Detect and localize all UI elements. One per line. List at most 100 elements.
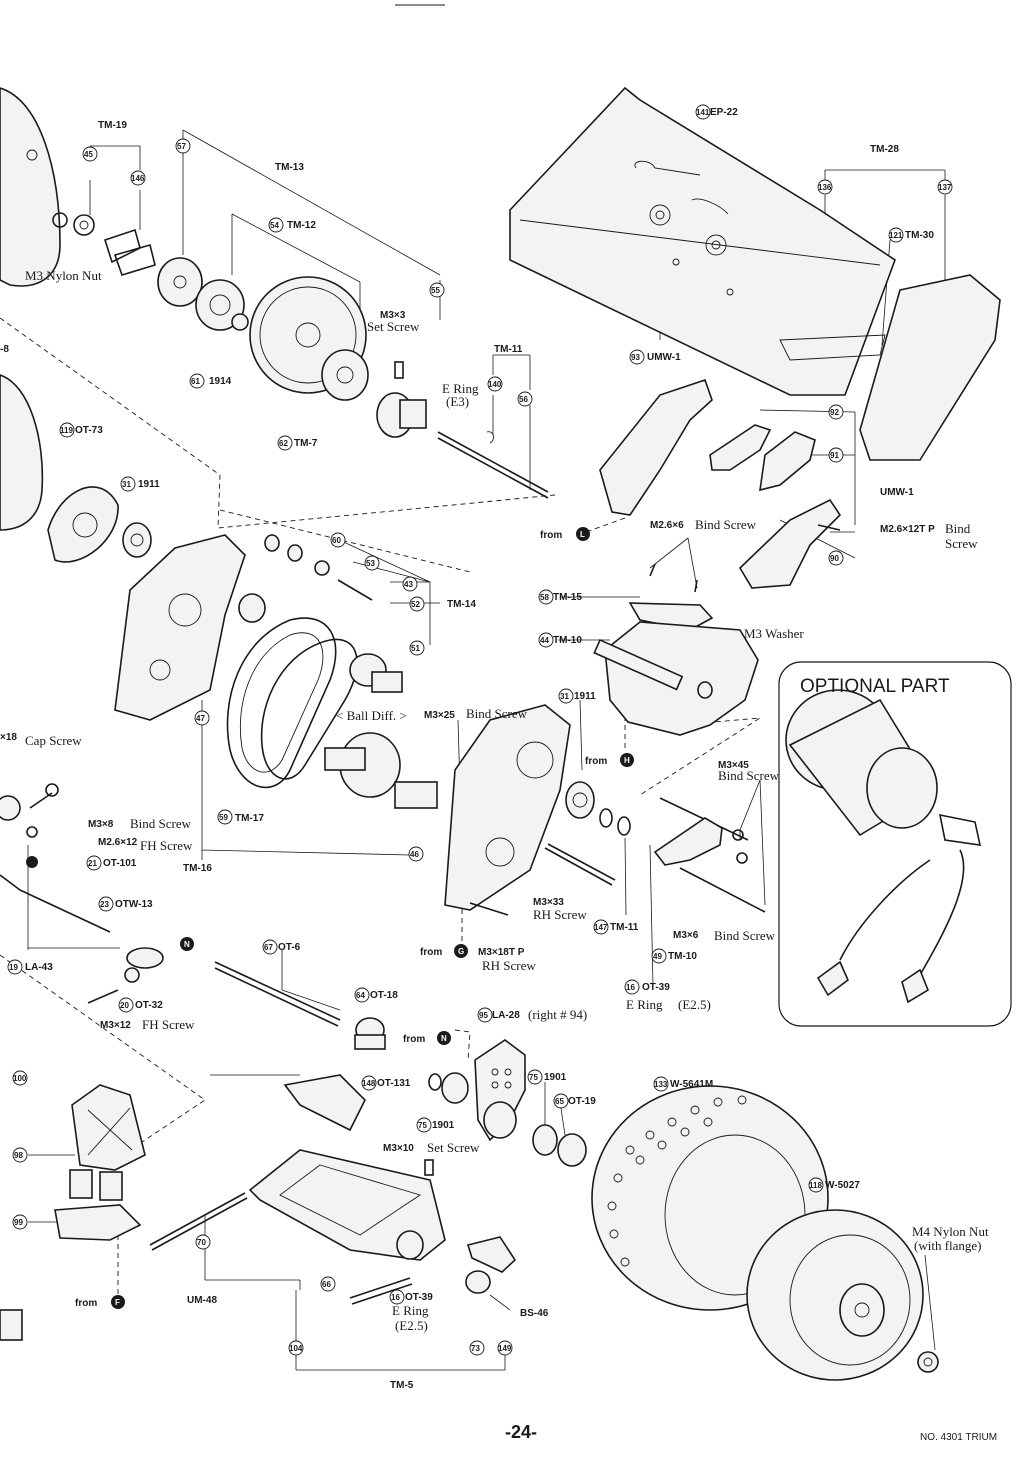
callout-num: 44: [540, 636, 549, 645]
callout-circle: [497, 1340, 513, 1356]
callout-circle: [629, 349, 645, 365]
badge-n2: [180, 937, 194, 951]
footer-text: NO. 4301 TRIUM: [920, 1432, 997, 1443]
badge-f-text: F: [115, 1298, 120, 1307]
badge-n: [437, 1031, 451, 1045]
callout-circle: [538, 632, 554, 648]
callout-num: 73: [471, 1344, 480, 1353]
callout-circle: [469, 1340, 485, 1356]
callout-num: 104: [289, 1344, 303, 1353]
callout-num: 65: [555, 1097, 564, 1106]
callout-num: 98: [14, 1151, 23, 1160]
label-bind-screw-e: Bind Screw: [718, 768, 780, 783]
callout-num: 75: [418, 1121, 427, 1130]
label-tm19: TM-19: [98, 120, 127, 131]
callout-circle: [262, 939, 278, 955]
label-rh-screw-b: RH Screw: [533, 907, 587, 922]
tire-spikes: [607, 1095, 747, 1267]
callout-circle: [130, 170, 146, 186]
callout-circle: [120, 476, 136, 492]
callout-circle: [175, 138, 191, 154]
callout-circle: [12, 1214, 28, 1230]
callout-num: 16: [391, 1293, 400, 1302]
badge-h-text: H: [624, 756, 630, 765]
badge-g-text: G: [458, 947, 464, 956]
label-e25-b: (E2.5): [678, 997, 711, 1012]
callout-num: 60: [332, 536, 341, 545]
callout-num: 62: [279, 439, 288, 448]
callout-circle: [553, 1093, 569, 1109]
callout-circle: [12, 1147, 28, 1163]
label-ot32: OT-32: [135, 1000, 163, 1011]
callout-circle: [808, 1177, 824, 1193]
callout-num: 91: [830, 451, 839, 460]
callout-circle: [277, 435, 293, 451]
callout-circle: [268, 217, 284, 233]
callout-circle: [402, 576, 418, 592]
optional-part-box: [778, 661, 1012, 1027]
label-fh-screw-b: FH Screw: [142, 1017, 195, 1032]
callout-num: 95: [479, 1011, 488, 1020]
label-um48: UM-48: [187, 1295, 217, 1306]
label-from-n: from: [403, 1034, 425, 1045]
callout-num: 146: [131, 174, 145, 183]
callout-num: 136: [818, 183, 832, 192]
callout-circle: [409, 596, 425, 612]
label-ball-diff: < Ball Diff. >: [336, 708, 407, 723]
label-tm7: TM-7: [294, 438, 318, 449]
callout-num: 54: [270, 221, 279, 230]
callout-num: 57: [177, 142, 186, 151]
callout-num: 52: [411, 600, 420, 609]
callout-num: 21: [88, 859, 97, 868]
label-e3: (E3): [446, 394, 469, 409]
callout-num: 133: [654, 1080, 668, 1089]
callout-num: 23: [100, 900, 109, 909]
callout-circle: [558, 688, 574, 704]
callout-circle: [82, 146, 98, 162]
callout-circle: [828, 550, 844, 566]
label-tm-8: -8: [0, 344, 9, 355]
text-labels: TM-19 TM-13 TM-12 M3 Nylon Nut M3×3 Set …: [0, 107, 989, 1391]
callout-circle: [217, 809, 233, 825]
callout-circle: [189, 373, 205, 389]
callouts: 45 146 57 54 55 140 56 61 62 119 31 60 5…: [7, 104, 953, 1356]
label-m3x33: M3×33: [533, 897, 564, 908]
label-umw1-b: UMW-1: [880, 487, 914, 498]
label-ot39-b: OT-39: [405, 1292, 433, 1303]
callout-circle: [118, 997, 134, 1013]
callout-num: 58: [540, 593, 549, 602]
callout-num: 51: [411, 644, 420, 653]
callout-circle: [194, 710, 210, 726]
label-e-ring-c: E Ring: [392, 1303, 429, 1318]
callout-circle: [330, 532, 346, 548]
callout-circle: [416, 1117, 432, 1133]
optional-part-title: OPTIONAL PART: [800, 676, 950, 697]
callout-num: 16: [626, 983, 635, 992]
callout-circle: [937, 179, 953, 195]
label-ot6: OT-6: [278, 942, 301, 953]
callout-circle: [320, 1276, 336, 1292]
label-fh-screw-a: FH Screw: [140, 838, 193, 853]
label-umw1-a: UMW-1: [647, 352, 681, 363]
callout-circle: [12, 1070, 28, 1086]
label-with-flange: (with flange): [914, 1238, 982, 1253]
callout-circle: [361, 1075, 377, 1091]
badge-n2-text: N: [184, 940, 190, 949]
label-ot19: OT-19: [568, 1096, 596, 1107]
label-rh-screw-a: RH Screw: [482, 958, 536, 973]
callout-num: 19: [9, 963, 18, 972]
label-m3x3: M3×3: [380, 310, 406, 321]
callout-num: 70: [197, 1238, 206, 1247]
label-w5027: W-5027: [825, 1180, 860, 1191]
label-bind-screw-f: Bind Screw: [714, 928, 776, 943]
badge-l-text: L: [580, 530, 585, 539]
label-tm14: TM-14: [447, 599, 476, 610]
callout-num: 47: [196, 714, 205, 723]
label-ot131: OT-131: [377, 1078, 411, 1089]
callout-circle: [98, 896, 114, 912]
callout-circle: [364, 555, 380, 571]
label-tm13: TM-13: [275, 162, 304, 173]
callout-circle: [409, 640, 425, 656]
callout-circle: [651, 948, 667, 964]
callout-circle: [593, 919, 609, 935]
